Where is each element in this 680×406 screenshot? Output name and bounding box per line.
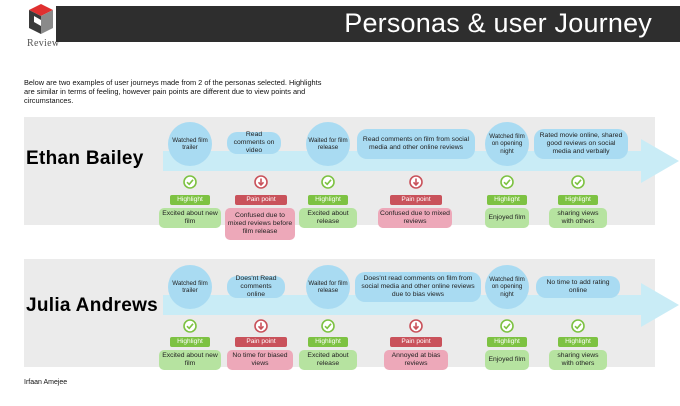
down-arrow-circle-icon (409, 175, 423, 189)
check-circle-icon (183, 319, 197, 333)
check-circle-icon (321, 319, 335, 333)
pain-point-tag: Pain point (235, 337, 287, 347)
down-arrow-circle-icon (409, 319, 423, 333)
persona-journey-julia: Julia Andrews Watched film trailer Does'… (24, 259, 679, 370)
stage-circle: Waited for film release (306, 265, 350, 309)
down-arrow-circle-icon (254, 175, 268, 189)
pain-point-tag: Pain point (390, 195, 442, 205)
feeling-box: No time for biased views (227, 350, 293, 370)
stage-circle: Watched film on opening night (485, 122, 529, 166)
intro-text: Below are two examples of user journeys … (24, 78, 322, 105)
highlight-tag: Highlight (558, 195, 598, 205)
pain-point-tag: Pain point (235, 195, 287, 205)
feeling-box: Excited about new film (159, 350, 221, 370)
feeling-box: Excited about new film (159, 208, 221, 228)
check-circle-icon (571, 175, 585, 189)
author-credit: Irfaan Amejee (24, 379, 68, 386)
feeling-box: Confused due to mixed reviews before fil… (225, 208, 295, 240)
feeling-box: Enjoyed film (485, 350, 529, 370)
down-arrow-circle-icon (254, 319, 268, 333)
stage-circle: Watched film on opening night (485, 265, 529, 309)
feeling-box: Excited about release (299, 350, 357, 370)
stage-pill: No time to add rating online (536, 276, 620, 298)
check-circle-icon (571, 319, 585, 333)
header: Review Personas & user Journey (0, 0, 680, 54)
highlight-tag: Highlight (558, 337, 598, 347)
persona-name: Julia Andrews (26, 295, 159, 316)
highlight-tag: Highlight (308, 337, 348, 347)
review-logo-icon (29, 4, 53, 34)
journey-arrow (163, 139, 679, 183)
stage-circle: Waited for film release (306, 122, 350, 166)
highlight-tag: Highlight (170, 195, 210, 205)
pain-point-tag: Pain point (390, 337, 442, 347)
stage-pill: Read comments on film from social media … (357, 129, 475, 159)
highlight-tag: Highlight (308, 195, 348, 205)
feeling-box: Excited about release (299, 208, 357, 228)
stage-pill: Read comments on video (227, 131, 281, 154)
feeling-box: Annoyed at bias reviews (384, 350, 448, 370)
highlight-tag: Highlight (487, 195, 527, 205)
stage-pill: Does'nt Read comments online (227, 275, 285, 298)
page-title: Personas & user Journey (344, 8, 652, 38)
stage-circle: Watched film trailer (168, 265, 212, 309)
persona-journey-ethan: Ethan Bailey Watched film trailer Read c… (24, 117, 679, 240)
feeling-box: Enjoyed film (485, 208, 529, 228)
stage-pill: Rated movie online, shared good reviews … (534, 129, 628, 159)
stage-circle: Watched film trailer (168, 122, 212, 166)
title-bar: Personas & user Journey (56, 6, 680, 42)
persona-name: Ethan Bailey (26, 148, 144, 169)
feeling-box: sharing views with others (549, 350, 607, 370)
journey-arrow (163, 283, 679, 327)
check-circle-icon (183, 175, 197, 189)
highlight-tag: Highlight (487, 337, 527, 347)
feeling-box: Confused due to mixed reviews (378, 208, 452, 228)
logo-text: Review (27, 38, 60, 49)
stage-pill: Does'nt read comments on film from socia… (355, 272, 481, 302)
check-circle-icon (321, 175, 335, 189)
check-circle-icon (500, 319, 514, 333)
feeling-box: sharing views with others (549, 208, 607, 228)
check-circle-icon (500, 175, 514, 189)
highlight-tag: Highlight (170, 337, 210, 347)
